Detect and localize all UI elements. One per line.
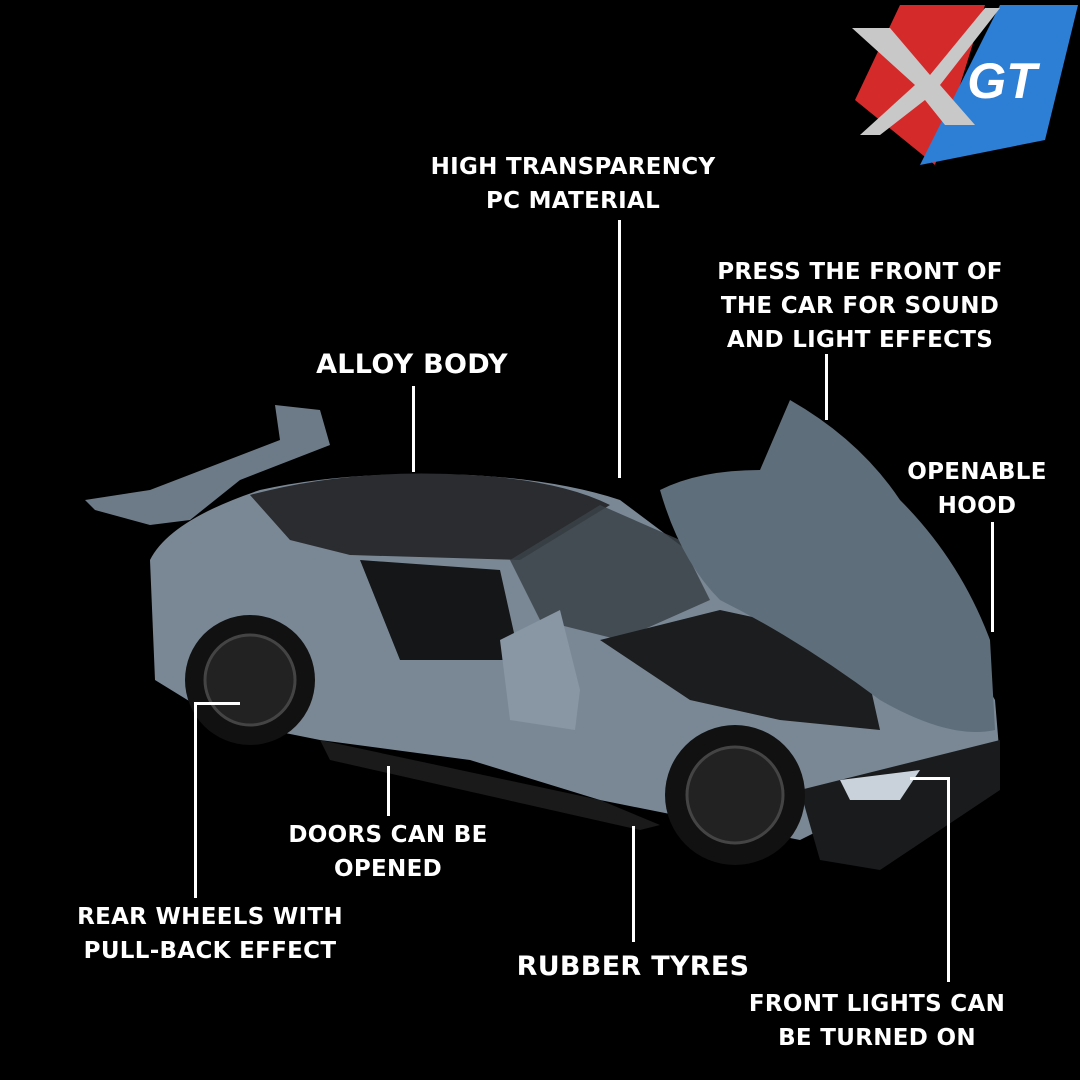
callout-doors: DOORS CAN BE OPENED	[288, 818, 487, 886]
callout-sound-light: PRESS THE FRONT OF THE CAR FOR SOUND AND…	[717, 255, 1003, 357]
callout-line: RUBBER TYRES	[516, 951, 750, 982]
callout-line: FRONT LIGHTS CAN	[748, 991, 1006, 1017]
leader-line-sound	[825, 354, 828, 420]
callout-tyres: RUBBER TYRES	[517, 950, 750, 984]
leader-line-hood	[991, 522, 994, 632]
callout-front-lights: FRONT LIGHTS CAN BE TURNED ON	[749, 987, 1005, 1055]
callout-line: PC MATERIAL	[485, 188, 661, 214]
callout-line: HIGH TRANSPARENCY	[430, 154, 716, 180]
callout-line: OPENABLE	[907, 459, 1047, 485]
leader-line-tyres	[632, 826, 635, 942]
leader-line-rear-wheels	[194, 702, 197, 898]
leader-line-pc	[618, 220, 621, 478]
leader-line-lights-h	[910, 777, 950, 780]
leader-line-rear-wheels-h	[194, 702, 240, 705]
leader-line-lights	[947, 777, 950, 982]
callout-line: HOOD	[937, 493, 1017, 519]
callout-line: THE CAR FOR SOUND	[720, 293, 1000, 319]
callout-line: BE TURNED ON	[778, 1025, 976, 1051]
callout-line: DOORS CAN BE	[288, 822, 488, 848]
callout-alloy-body: ALLOY BODY	[316, 348, 508, 382]
callout-pc-material: HIGH TRANSPARENCY PC MATERIAL	[431, 150, 716, 218]
callout-line: PRESS THE FRONT OF	[717, 259, 1003, 285]
callout-line: REAR WHEELS WITH	[77, 904, 343, 930]
svg-text:GT: GT	[967, 53, 1041, 109]
callout-line: ALLOY BODY	[316, 349, 508, 380]
callout-line: AND LIGHT EFFECTS	[726, 327, 994, 353]
callout-line: PULL-BACK EFFECT	[83, 938, 337, 964]
leader-line-alloy	[412, 386, 415, 472]
leader-line-doors	[387, 766, 390, 816]
callout-line: OPENED	[334, 856, 442, 882]
callout-rear-wheels: REAR WHEELS WITH PULL-BACK EFFECT	[77, 900, 343, 968]
callout-hood: OPENABLE HOOD	[907, 455, 1046, 523]
